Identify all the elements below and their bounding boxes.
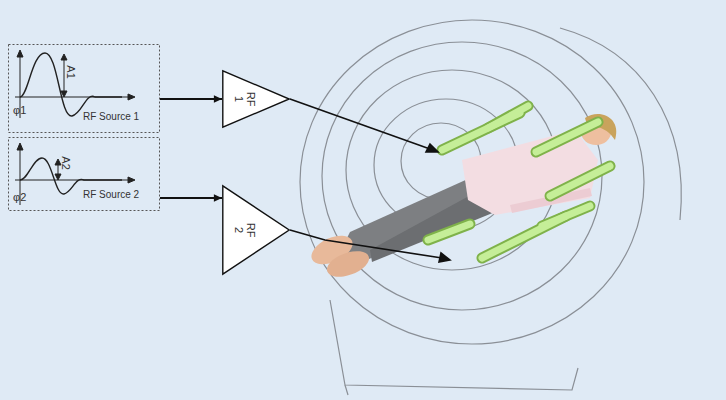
rf-amplifier: RF 2 — [222, 185, 290, 275]
phase-label: φ1 — [13, 104, 26, 116]
arrow-head — [214, 194, 222, 202]
feed-line — [290, 99, 450, 262]
waveform-plot — [15, 50, 135, 205]
signal-arrow — [160, 194, 222, 202]
source-label: RF Source 1 — [83, 111, 139, 122]
phase-label: φ2 — [13, 191, 26, 203]
node-outline — [223, 71, 289, 127]
rf-amplifier: RF 1 — [222, 70, 290, 128]
source-label: RF Source 2 — [83, 189, 139, 200]
rf-source-box: A1 φ1 RF Source 1 — [8, 44, 160, 133]
node-outline — [9, 45, 160, 133]
node-outline — [9, 138, 160, 211]
arrow-head — [214, 95, 222, 103]
connector-line — [160, 197, 222, 199]
node-outline — [223, 186, 289, 274]
amplifier-label: RF 1 — [233, 90, 257, 108]
scanner-outline — [300, 20, 681, 395]
signal-arrow — [160, 95, 222, 103]
amplitude-label: A2 — [60, 156, 72, 169]
rf-source-box: A2 φ2 RF Source 2 — [8, 137, 160, 211]
transmit-coils — [428, 106, 610, 258]
amplitude-label: A1 — [65, 65, 77, 78]
amplifier-label: RF 2 — [233, 221, 257, 239]
connector-line — [160, 98, 222, 100]
